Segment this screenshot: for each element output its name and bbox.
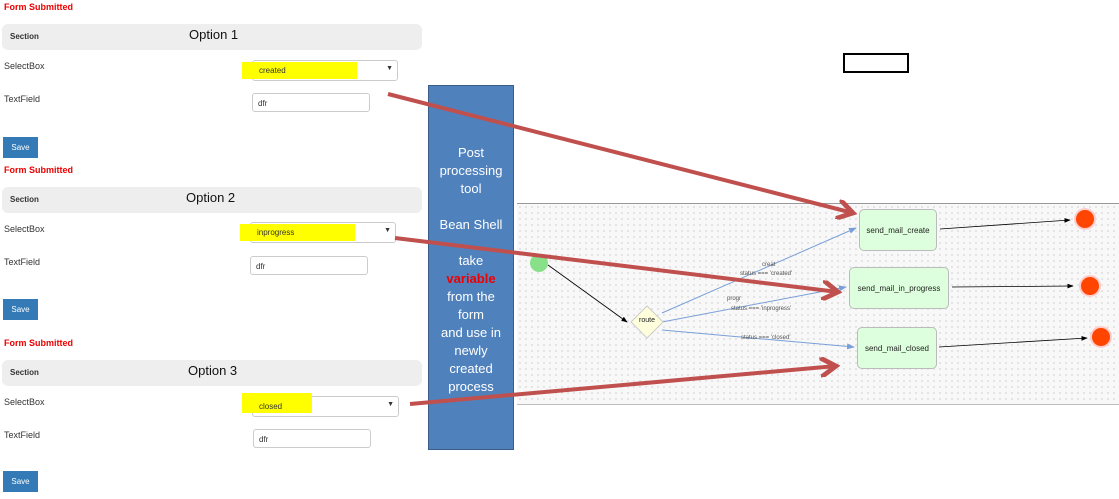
option-label: Option 2 [186, 190, 236, 205]
post-processing-callout: Post processing tool Bean Shell take var… [428, 85, 514, 450]
callout-variable: variable [446, 271, 496, 286]
section-header: Section Option 3 [2, 360, 422, 386]
task-send-mail-closed[interactable]: send_mail_closed [857, 327, 937, 369]
textfield-label: TextField [4, 94, 41, 104]
caret-down-icon: ▼ [387, 401, 394, 408]
form-status: Form Submitted [4, 165, 73, 175]
callout-text: newly [454, 343, 488, 358]
textfield-label: TextField [4, 430, 41, 440]
end-event[interactable] [1090, 326, 1112, 348]
callout-text: processing [439, 163, 503, 178]
highlight [242, 393, 312, 413]
callout-text: created [449, 361, 493, 376]
select-value: created [259, 66, 286, 75]
option-label: Option 3 [188, 363, 238, 378]
edge-end-1 [939, 217, 1071, 230]
edge-closed [661, 329, 855, 350]
section-header: Section Option 1 [2, 24, 422, 50]
save-button[interactable]: Save [3, 299, 38, 320]
textfield-label: TextField [4, 257, 41, 267]
form-status: Form Submitted [4, 338, 73, 348]
task-send-mail-in-progress[interactable]: send_mail_in_progress [849, 267, 949, 309]
edge-condition: status === 'created' [740, 271, 793, 277]
caret-down-icon: ▼ [384, 227, 391, 234]
end-event[interactable] [1079, 275, 1101, 297]
callout-text: tool [460, 181, 482, 196]
edge-condition: status === 'closed' [741, 335, 791, 341]
section-label: Section [10, 32, 39, 41]
textfield-input[interactable]: dfr [252, 93, 370, 112]
section-label: Section [10, 195, 39, 204]
save-button[interactable]: Save [3, 471, 38, 492]
textfield-input[interactable]: dfr [250, 256, 368, 275]
callout-text: Bean Shell [439, 217, 503, 232]
highlight [240, 224, 355, 241]
selectbox-label: SelectBox [4, 224, 45, 234]
highlight [242, 62, 357, 79]
edge-end-2 [951, 283, 1074, 289]
callout-text: process [448, 379, 494, 394]
task-send-mail-create[interactable]: send_mail_create [859, 209, 937, 251]
edge-condition: status === 'inprogress' [731, 306, 792, 312]
section-header: Section Option 2 [2, 187, 422, 213]
save-button[interactable]: Save [3, 137, 38, 158]
selectbox[interactable]: created ▼ [242, 60, 398, 81]
selectbox[interactable]: inprogress ▼ [240, 222, 396, 243]
callout-text: from the [447, 289, 495, 304]
select-value: closed [259, 402, 283, 411]
callout-text: form [458, 307, 484, 322]
route-label: route [639, 317, 655, 324]
caret-down-icon: ▼ [386, 65, 393, 72]
callout-text: take [458, 253, 484, 268]
selectbox[interactable]: closed ▼ [242, 393, 399, 417]
edge-end-3 [938, 335, 1088, 348]
textfield-input[interactable]: dfr [253, 429, 371, 448]
end-event[interactable] [1074, 208, 1096, 230]
callout-text: Post [457, 145, 484, 160]
start-event[interactable] [530, 254, 548, 272]
section-label: Section [10, 368, 39, 377]
route-gateway[interactable] [630, 305, 664, 339]
select-value: inprogress [257, 228, 295, 237]
empty-rectangle [843, 53, 909, 73]
selectbox-label: SelectBox [4, 397, 45, 407]
edge-progress [661, 285, 847, 323]
selectbox-label: SelectBox [4, 61, 45, 71]
option-label: Option 1 [189, 27, 239, 42]
edge-start-route [547, 264, 628, 323]
edge-name: creat [762, 262, 776, 268]
form-status: Form Submitted [4, 2, 73, 12]
edge-name: progr [727, 296, 742, 302]
callout-text: and use in [441, 325, 501, 340]
